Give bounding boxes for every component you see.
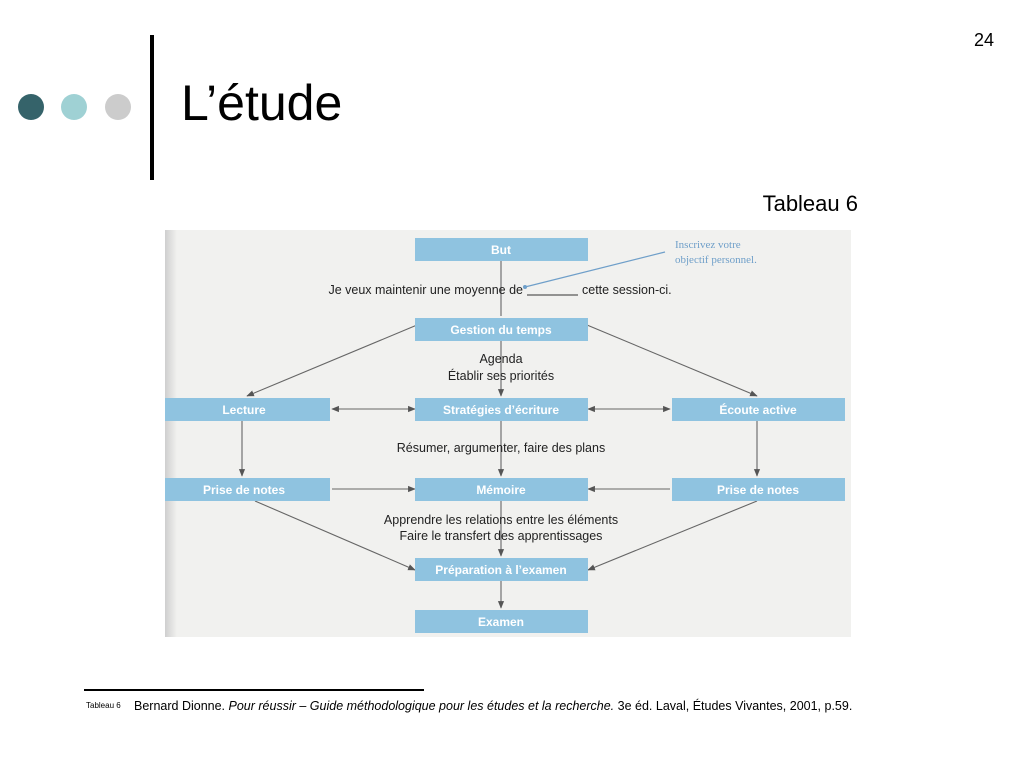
text-transfer: Faire le transfert des apprentissages <box>400 529 603 543</box>
footnote: Tableau 6 Bernard Dionne. Pour réussir –… <box>86 697 926 716</box>
title-divider <box>150 35 154 180</box>
dot-dark <box>18 94 44 120</box>
text-priorities: Établir ses priorités <box>448 368 554 383</box>
link-prise-preparation-right <box>587 500 758 571</box>
node-lecture <box>165 398 330 421</box>
goal-text-a: Je veux maintenir une moyenne de <box>328 283 523 297</box>
annotation-pointer <box>524 251 666 288</box>
text-agenda: Agenda <box>479 352 522 366</box>
annotation-dot <box>523 285 527 289</box>
node-prise-left <box>165 478 330 501</box>
node-memoire <box>415 478 588 501</box>
goal-text-b: cette session-ci. <box>582 283 672 297</box>
node-strategies <box>415 398 588 421</box>
label-prise-right: Prise de notes <box>717 483 799 497</box>
study-diagram: But Gestion du temps Lecture Stratégies … <box>165 230 851 637</box>
label-gestion: Gestion du temps <box>450 323 552 337</box>
scan-shadow <box>165 230 177 637</box>
node-gestion <box>415 318 588 341</box>
footnote-marker: Tableau 6 <box>86 701 121 710</box>
diagram-canvas: But Gestion du temps Lecture Stratégies … <box>165 238 845 633</box>
footnote-rule <box>84 689 424 691</box>
slide-number: 24 <box>973 30 994 50</box>
label-memoire: Mémoire <box>476 483 526 497</box>
dot-gray <box>105 94 131 120</box>
text-relations: Apprendre les relations entre les élémen… <box>384 513 618 527</box>
link-prise-preparation-left <box>254 500 416 571</box>
node-ecoute <box>672 398 845 421</box>
label-ecoute: Écoute active <box>719 402 797 417</box>
label-but: But <box>491 243 511 257</box>
footnote-author: Bernard Dionne. <box>134 699 229 713</box>
node-but <box>415 238 588 261</box>
node-examen <box>415 610 588 633</box>
label-preparation: Préparation à l’examen <box>435 563 566 577</box>
label-strategies: Stratégies d’écriture <box>443 403 559 417</box>
slide-title: L’étude <box>181 75 343 131</box>
link-gestion-ecoute <box>586 324 758 397</box>
dot-teal <box>61 94 87 120</box>
label-prise-left: Prise de notes <box>203 483 285 497</box>
label-lecture: Lecture <box>222 403 266 417</box>
annotation-line-1: Inscrivez votre <box>675 239 741 251</box>
footnote-details: 3e éd. Laval, Études Vivantes, 2001, p.5… <box>614 699 853 713</box>
label-examen: Examen <box>478 615 524 629</box>
node-preparation <box>415 558 588 581</box>
footnote-book-title: Pour réussir – Guide méthodologique pour… <box>228 699 615 713</box>
annotation-line-2: objectif personnel. <box>675 254 757 266</box>
node-prise-right <box>672 478 845 501</box>
footnote-body: Bernard Dionne. Pour réussir – Guide mét… <box>134 697 926 716</box>
figure-caption: Tableau 6 <box>762 191 858 216</box>
link-gestion-lecture <box>246 324 418 397</box>
text-summarize: Résumer, argumenter, faire des plans <box>397 441 605 455</box>
